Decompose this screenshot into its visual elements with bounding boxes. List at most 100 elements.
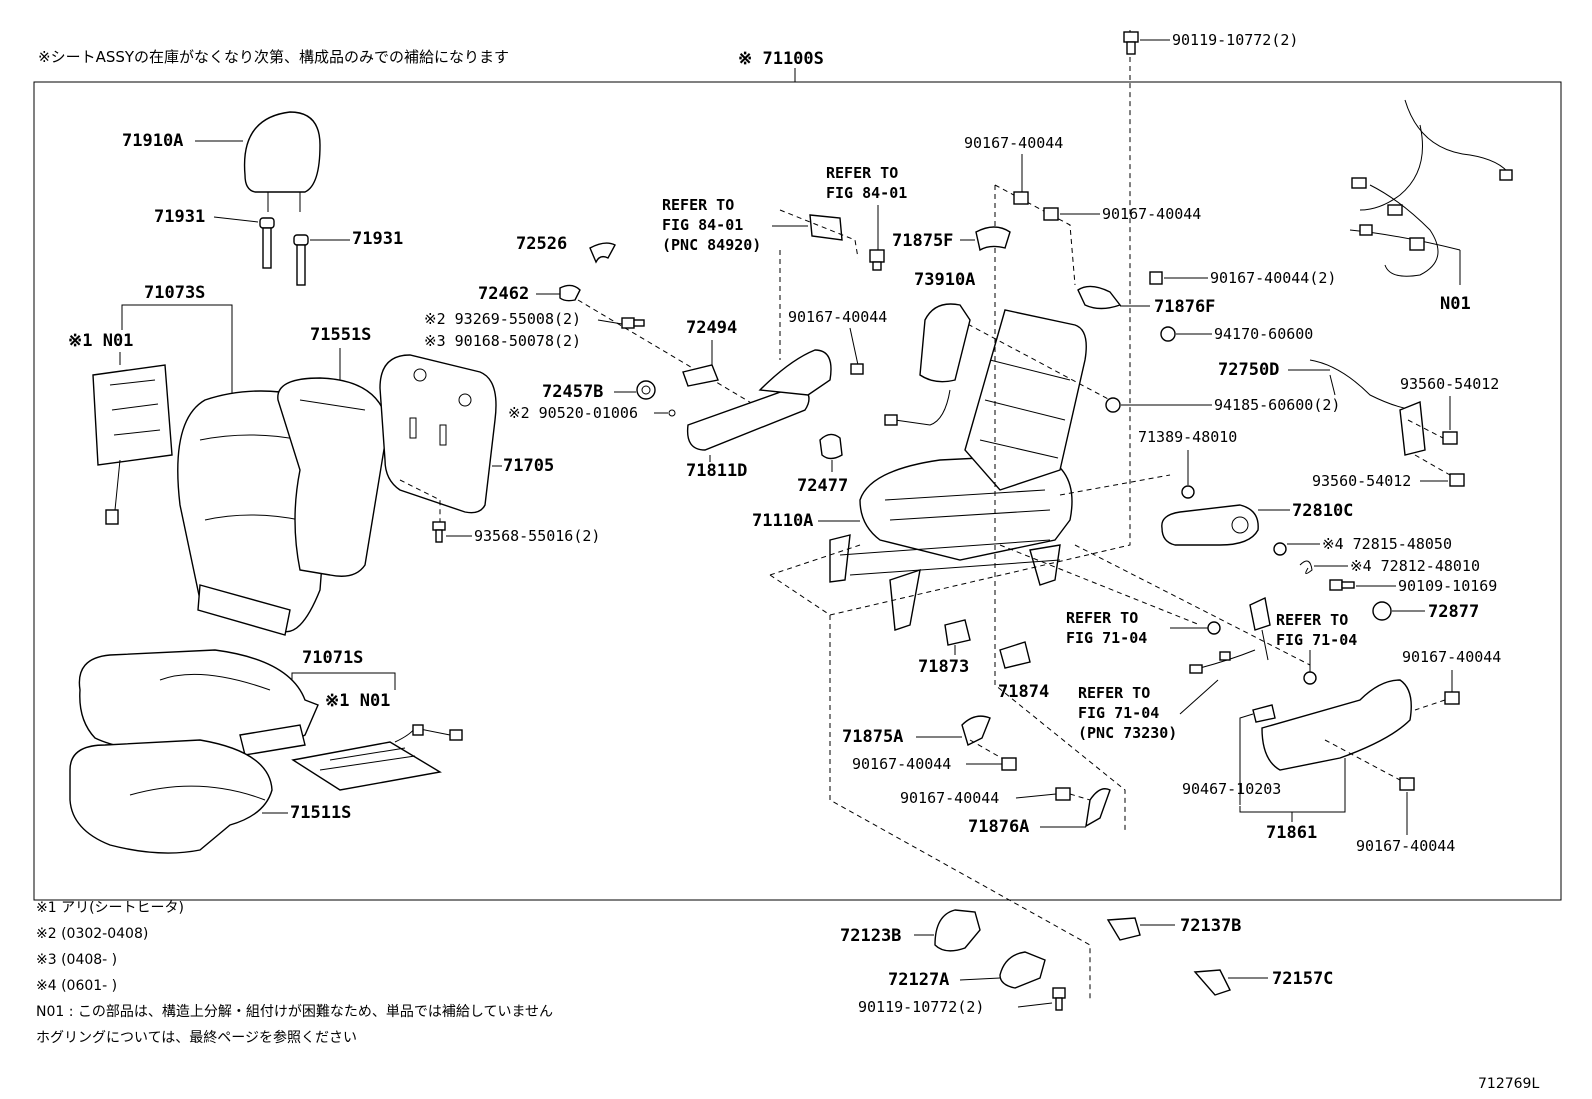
cover-71875a[interactable] [961, 715, 991, 746]
bracket-71873[interactable] [944, 619, 971, 646]
label-90119-bottom: 90119-10772(2) [858, 998, 984, 1016]
label-93560-b: 93560-54012 [1312, 472, 1411, 490]
label-72812: ※4 72812-48010 [1350, 557, 1480, 575]
bolt-90167-d[interactable] [1149, 271, 1163, 285]
label-71551s: 71551S [310, 325, 371, 345]
refer-84920-line3: (PNC 84920) [662, 236, 761, 254]
bolt-93560-b[interactable] [1449, 473, 1465, 487]
refer-84920-line1: REFER TO [662, 196, 734, 214]
cap-72877[interactable] [1372, 601, 1392, 621]
cover-71876f[interactable] [1077, 285, 1122, 310]
bolt-90167-c[interactable] [1043, 207, 1059, 221]
label-71875f: 71875F [892, 231, 953, 251]
footnote-6: ホグリングについては、最終ページを参照ください [36, 1029, 357, 1046]
washer-7104-b[interactable] [1303, 671, 1317, 685]
seatback-pad-71551s[interactable] [277, 377, 389, 577]
assembly-frame [33, 81, 1562, 901]
label-72877: 72877 [1428, 602, 1479, 622]
washer-71389[interactable] [1181, 485, 1195, 499]
side-cover-71861[interactable] [1261, 679, 1412, 771]
assembly-label: ※ 71100S [738, 49, 824, 69]
cover-71875f[interactable] [975, 226, 1011, 252]
label-72127a: 72127A [888, 970, 949, 990]
bracket-84920[interactable] [809, 214, 843, 241]
bolt-90167-g[interactable] [1055, 787, 1071, 801]
cover-72123b[interactable] [934, 909, 981, 952]
bolt-90167-a[interactable] [850, 363, 864, 375]
footnote-2: ※2 (0302-0408) [36, 926, 148, 942]
figure-id: 712769L [1478, 1076, 1539, 1092]
seat-frame-71110a[interactable] [829, 309, 1087, 631]
label-71511s: 71511S [290, 803, 351, 823]
refer-7104-a-line2: FIG 71-04 [1066, 629, 1147, 647]
washer-7104-a[interactable] [1207, 621, 1221, 635]
label-72494: 72494 [686, 318, 737, 338]
label-93560-a: 93560-54012 [1400, 375, 1499, 393]
bolt-8401[interactable] [869, 249, 885, 271]
label-n01-seat: ※1 N01 [325, 691, 390, 711]
label-71861: 71861 [1266, 823, 1317, 843]
clip-72526[interactable] [589, 242, 616, 264]
clip-72137b[interactable] [1106, 917, 1141, 941]
screw-93269[interactable] [621, 317, 645, 329]
label-73910a: 73910A [914, 270, 975, 290]
label-72457b: 72457B [542, 382, 603, 402]
label-71110a: 71110A [752, 511, 813, 531]
bolt-90119-top[interactable] [1123, 31, 1139, 55]
nut-94185[interactable] [1105, 397, 1121, 413]
headrest-71910a[interactable] [243, 111, 321, 212]
bolt-90119-bottom[interactable] [1052, 987, 1066, 1011]
bolt-90167-e[interactable] [1444, 691, 1460, 705]
side-cover-71811d[interactable] [686, 349, 832, 451]
cap-72462[interactable] [559, 284, 581, 302]
seat-heater-cushion-n01[interactable] [291, 724, 463, 791]
knob-72457b[interactable] [636, 380, 656, 400]
refer-8401-line2: FIG 84-01 [826, 184, 907, 202]
seat-cushion-cover-71071s[interactable] [78, 649, 319, 756]
label-n01-harness: N01 [1440, 294, 1471, 314]
clip-72477[interactable] [819, 433, 843, 460]
refer-73230-line3: (PNC 73230) [1078, 724, 1177, 742]
airbag-73910a[interactable] [884, 303, 971, 426]
label-71931-a: 71931 [154, 207, 205, 227]
bracket-71874[interactable] [999, 641, 1031, 669]
screw-93568[interactable] [432, 521, 446, 543]
label-72157c: 72157C [1272, 969, 1333, 989]
label-72750d: 72750D [1218, 360, 1279, 380]
bolt-90167-b[interactable] [1013, 191, 1029, 205]
cable-72750d[interactable] [1309, 359, 1426, 456]
label-71910a: 71910A [122, 131, 183, 151]
spring-72812[interactable] [1299, 560, 1313, 574]
label-71705: 71705 [503, 456, 554, 476]
label-72810c: 72810C [1292, 501, 1353, 521]
bolt-90167-f[interactable] [1001, 757, 1017, 771]
label-90167-b: 90167-40044 [964, 134, 1063, 152]
cover-71876a[interactable] [1085, 788, 1111, 828]
washer-72815[interactable] [1273, 542, 1287, 556]
label-71389: 71389-48010 [1138, 428, 1237, 446]
bolt-93560-a[interactable] [1442, 431, 1458, 445]
headrest-guide-71931[interactable] [259, 217, 309, 286]
wire-harness-n01[interactable] [1349, 99, 1513, 277]
label-90167-c: 90167-40044 [1102, 205, 1201, 223]
label-71073s: 71073S [144, 283, 205, 303]
bolt-90109[interactable] [1329, 579, 1355, 591]
label-90167-h: 90167-40044 [1356, 837, 1455, 855]
label-90467: 90467-10203 [1182, 780, 1281, 798]
seat-heater-back-n01[interactable] [92, 364, 173, 525]
label-71876a: 71876A [968, 817, 1029, 837]
seatbelt-buckle[interactable] [1189, 596, 1271, 674]
cover-72494[interactable] [682, 364, 719, 387]
label-72462: 72462 [478, 284, 529, 304]
refer-73230-line1: REFER TO [1078, 684, 1150, 702]
seat-cushion-pad-71511s[interactable] [69, 739, 273, 854]
armrest-72810c[interactable] [1161, 504, 1259, 546]
clip-90467[interactable] [1252, 704, 1276, 723]
clip-72157c[interactable] [1193, 969, 1231, 996]
seatback-board-71705[interactable] [379, 354, 497, 514]
cover-72127a[interactable] [999, 951, 1046, 989]
nut-94170[interactable] [1160, 326, 1176, 342]
label-90168: ※3 90168-50078(2) [424, 332, 581, 350]
bolt-90167-h[interactable] [1399, 777, 1415, 791]
label-90167-d: 90167-40044(2) [1210, 269, 1336, 287]
